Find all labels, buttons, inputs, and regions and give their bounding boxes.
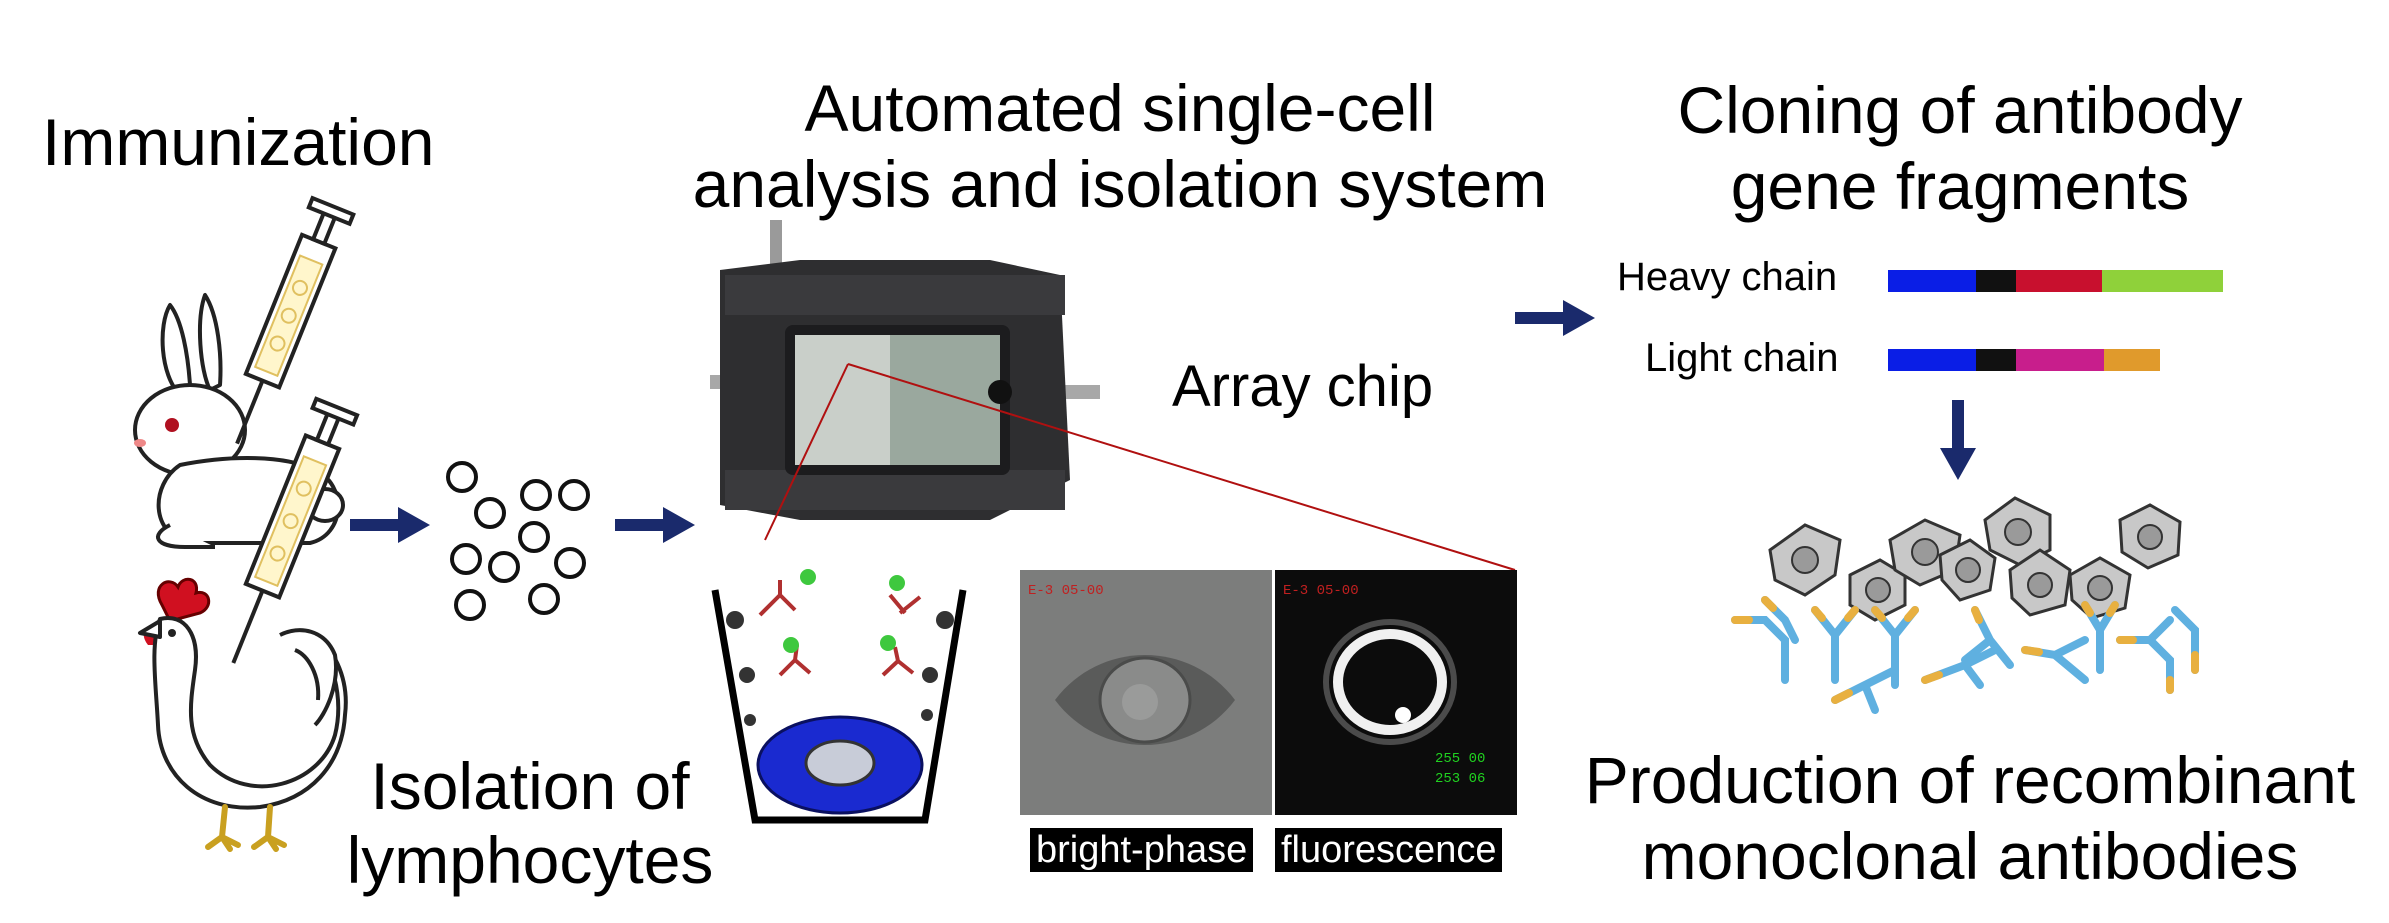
light-chain-label: Light chain xyxy=(1645,336,1839,380)
heavy-chain-fc-segment xyxy=(2102,270,2223,292)
antibody-icon xyxy=(1731,596,1799,684)
cloning-label-line1: Cloning of antibody xyxy=(1677,73,2243,147)
antibodies-group xyxy=(1731,596,2199,714)
fluorescence-caption: fluorescence xyxy=(1275,828,1503,872)
production-label-line1: Production of recombinant xyxy=(1584,743,2356,817)
heavy-chain-ch-segment xyxy=(2016,270,2102,292)
heavy-chain-bar xyxy=(1888,270,2223,292)
antibody-icon xyxy=(1871,606,1919,689)
arrow-to-lymphocytes xyxy=(350,507,430,543)
arrow-to-cloning xyxy=(1515,300,1595,336)
svg-text:E-3 05-00: E-3 05-00 xyxy=(1028,583,1104,599)
arrow-to-chip xyxy=(615,507,695,543)
isolation-label-line2: lymphocytes xyxy=(346,823,714,897)
heavy-chain-label: Heavy chain xyxy=(1617,255,1838,299)
rooster-icon xyxy=(138,577,348,852)
svg-text:255 00: 255 00 xyxy=(1435,751,1485,767)
light-chain-tail-segment xyxy=(2104,349,2160,371)
heavy-chain-vh-segment xyxy=(1888,270,1976,292)
light-chain-bar xyxy=(1888,349,2160,371)
svg-text:E-3 05-00: E-3 05-00 xyxy=(1283,583,1359,599)
zoom-lines xyxy=(764,363,1516,571)
immunization-label: Immunization xyxy=(42,105,435,179)
arrow-to-production xyxy=(1940,400,1976,480)
isolation-label-line1: Isolation of xyxy=(370,749,690,823)
fluorescence-image: E-3 05-00 255 00 253 06 xyxy=(1275,570,1517,815)
syringe-icon xyxy=(231,396,360,664)
antibody-icon xyxy=(1921,646,1999,689)
microwell-icon xyxy=(711,569,967,824)
production-label-line2: monoclonal antibodies xyxy=(1641,819,2299,893)
syringe-icon xyxy=(235,195,356,445)
cloning-label-line2: gene fragments xyxy=(1730,149,2190,223)
light-chain-cl-segment xyxy=(2016,349,2104,371)
svg-text:253 06: 253 06 xyxy=(1435,771,1485,787)
array-chip-label: Array chip xyxy=(1172,354,1434,419)
antibody-icon xyxy=(2171,606,2199,674)
antibody-icon xyxy=(2116,616,2174,694)
lymphocytes-icon xyxy=(446,461,590,621)
heavy-chain-linker-segment xyxy=(1976,270,2016,292)
antibody-icon xyxy=(1961,606,2014,669)
antibody-icon xyxy=(2021,636,2089,684)
antibody-icon xyxy=(1831,666,1899,714)
light-chain-linker-segment xyxy=(1976,349,2016,371)
antibody-icon xyxy=(2081,601,2119,674)
antibody-icon xyxy=(1811,606,1859,684)
system-label-line2: analysis and isolation system xyxy=(692,147,1548,221)
bright-phase-image: E-3 05-00 xyxy=(1020,570,1272,815)
bright-phase-caption: bright-phase xyxy=(1030,828,1254,872)
system-label-line1: Automated single-cell xyxy=(804,71,1436,145)
light-chain-vl-segment xyxy=(1888,349,1976,371)
host-cells-group xyxy=(1768,496,2182,622)
